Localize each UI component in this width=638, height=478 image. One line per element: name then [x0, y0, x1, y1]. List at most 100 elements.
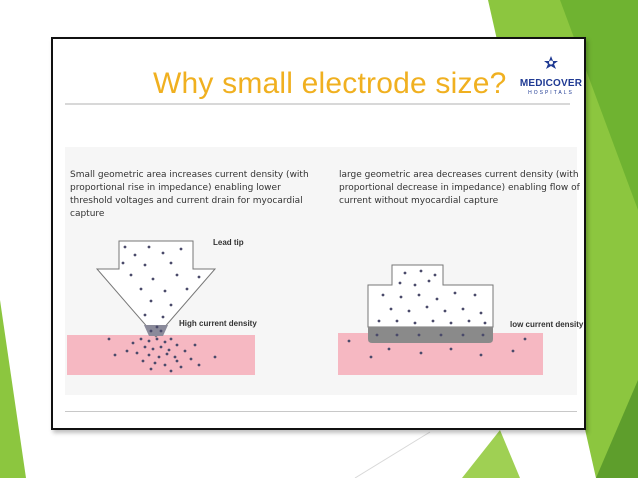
charge-dot — [479, 311, 483, 315]
charge-dot — [179, 247, 183, 251]
charge-dot — [135, 351, 139, 355]
charge-dot — [398, 281, 402, 285]
lead-tip-contact — [144, 325, 168, 336]
charge-dot — [523, 337, 527, 341]
charge-dot — [481, 333, 485, 337]
charge-dot — [461, 307, 465, 311]
charge-dot — [377, 319, 381, 323]
bottom-divider — [65, 411, 577, 412]
dots-electrode-left — [121, 245, 201, 333]
charge-dot — [169, 369, 173, 373]
charge-dot — [125, 349, 129, 353]
charge-dot — [439, 333, 443, 337]
charge-dot — [403, 271, 407, 275]
charge-dot — [433, 273, 437, 277]
title-divider — [65, 103, 570, 105]
electrode-diagram: Lead tip High current density low curren… — [67, 238, 584, 375]
charge-dot — [165, 352, 169, 356]
charge-dot — [395, 333, 399, 337]
charge-dot — [161, 251, 165, 255]
charge-dot — [185, 287, 189, 291]
charge-dot — [449, 347, 453, 351]
charge-dot — [149, 329, 153, 333]
charge-dot — [175, 359, 179, 363]
deco-dark-corner — [596, 380, 638, 478]
slide-title: Why small electrode size? — [153, 67, 507, 100]
charge-dot — [163, 340, 167, 344]
charge-dot — [461, 333, 465, 337]
charge-dot — [197, 275, 201, 279]
slide-frame: Why small electrode size? MEDICOVER HOSP… — [51, 37, 586, 430]
charge-dot — [143, 345, 147, 349]
dots-tissue-left — [107, 337, 217, 373]
charge-dot — [467, 319, 471, 323]
charge-dot — [431, 319, 435, 323]
charge-dot — [407, 309, 411, 313]
charge-dot — [417, 333, 421, 337]
charge-dot — [159, 345, 163, 349]
charge-dot — [107, 337, 111, 341]
charge-dot — [197, 363, 201, 367]
charge-dot — [153, 361, 157, 365]
charge-dot — [473, 293, 477, 297]
charge-dot — [417, 293, 421, 297]
charge-dot — [143, 313, 147, 317]
charge-dot — [399, 295, 403, 299]
logo-name: MEDICOVER — [519, 78, 583, 89]
charge-dot — [189, 357, 193, 361]
charge-dot — [139, 287, 143, 291]
charge-dot — [479, 353, 483, 357]
medicover-star-icon — [544, 56, 558, 69]
charge-dot — [131, 341, 135, 345]
label-low-current-density: low current density — [510, 320, 584, 329]
charge-dot — [435, 297, 439, 301]
charge-dot — [155, 337, 159, 341]
charge-dot — [389, 307, 393, 311]
charge-dot — [381, 293, 385, 297]
charge-dot — [413, 321, 417, 325]
charge-dot — [175, 273, 179, 277]
dots-tissue-right — [347, 337, 527, 359]
charge-dot — [449, 321, 453, 325]
lead-tip-arrow — [95, 240, 217, 338]
charge-dot — [175, 343, 179, 347]
charge-dot — [425, 305, 429, 309]
charge-dot — [179, 365, 183, 369]
charge-dot — [395, 319, 399, 323]
deco-green-bottom — [462, 430, 520, 478]
charge-dot — [157, 355, 161, 359]
tissue-left — [67, 335, 255, 375]
label-high-current-density: High current density — [179, 319, 257, 328]
charge-dot — [375, 333, 379, 337]
logo-subtitle: HOSPITALS — [528, 90, 574, 96]
charge-dot — [427, 279, 431, 283]
charge-dot — [133, 253, 137, 257]
charge-dot — [169, 261, 173, 265]
charge-dot — [213, 355, 217, 359]
charge-dot — [419, 351, 423, 355]
charge-dot — [129, 273, 133, 277]
charge-dot — [155, 325, 159, 329]
charge-dot — [147, 339, 151, 343]
charge-dot — [453, 291, 457, 295]
charge-dot — [387, 347, 391, 351]
charge-dot — [147, 245, 151, 249]
charge-dot — [443, 309, 447, 313]
charge-dot — [149, 367, 153, 371]
charge-dot — [147, 353, 151, 357]
charge-dot — [149, 299, 153, 303]
charge-dot — [141, 359, 145, 363]
charge-dot — [169, 337, 173, 341]
charge-dot — [483, 321, 487, 325]
charge-dot — [163, 289, 167, 293]
charge-dot — [413, 283, 417, 287]
right-caption: large geometric area decreases current d… — [339, 170, 580, 206]
charge-dot — [139, 337, 143, 341]
charge-dot — [121, 261, 125, 265]
charge-dot — [113, 353, 117, 357]
charge-dot — [183, 349, 187, 353]
charge-dot — [169, 303, 173, 307]
charge-dot — [163, 363, 167, 367]
charge-dot — [193, 343, 197, 347]
charge-dot — [167, 348, 171, 352]
